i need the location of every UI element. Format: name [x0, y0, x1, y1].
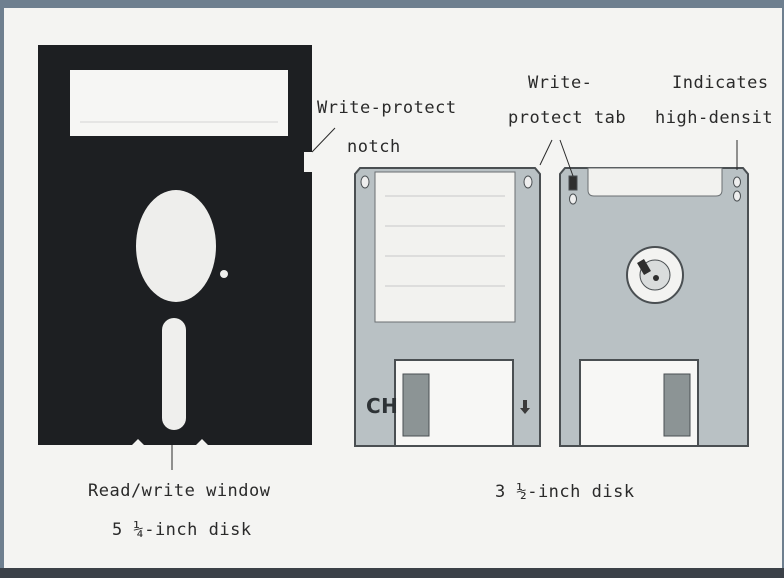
write-protect-tab	[568, 175, 578, 191]
hub-hole	[136, 190, 216, 302]
write-protect-tab-label: Write-	[528, 73, 593, 93]
five-quarter-disk-caption: 5 ¼-inch disk	[112, 520, 252, 540]
ch-mark: CH	[366, 394, 399, 418]
disk-label	[70, 70, 288, 136]
high-density-hole	[733, 190, 741, 202]
write-protect-notch-label: Write-protect	[317, 98, 457, 118]
shutter-window	[402, 373, 430, 437]
read-write-window-label: Read/write window	[88, 481, 271, 501]
three-half-inch-disk-front	[354, 167, 541, 447]
read-write-window	[162, 318, 186, 430]
three-half-inch-disk-back	[559, 167, 749, 447]
write-protect-tab-label-2: protect tab	[508, 108, 627, 128]
three-half-disk-caption: 3 ½-inch disk	[495, 482, 635, 502]
photo-edge	[0, 568, 784, 578]
high-density-label: Indicates	[672, 73, 769, 93]
write-protect-notch-label-2: notch	[347, 137, 401, 157]
index-hole	[220, 270, 228, 278]
high-density-label-2: high-densit	[655, 108, 774, 128]
five-quarter-inch-disk	[38, 45, 336, 470]
write-protect-notch	[304, 152, 314, 172]
front-label	[374, 171, 516, 323]
